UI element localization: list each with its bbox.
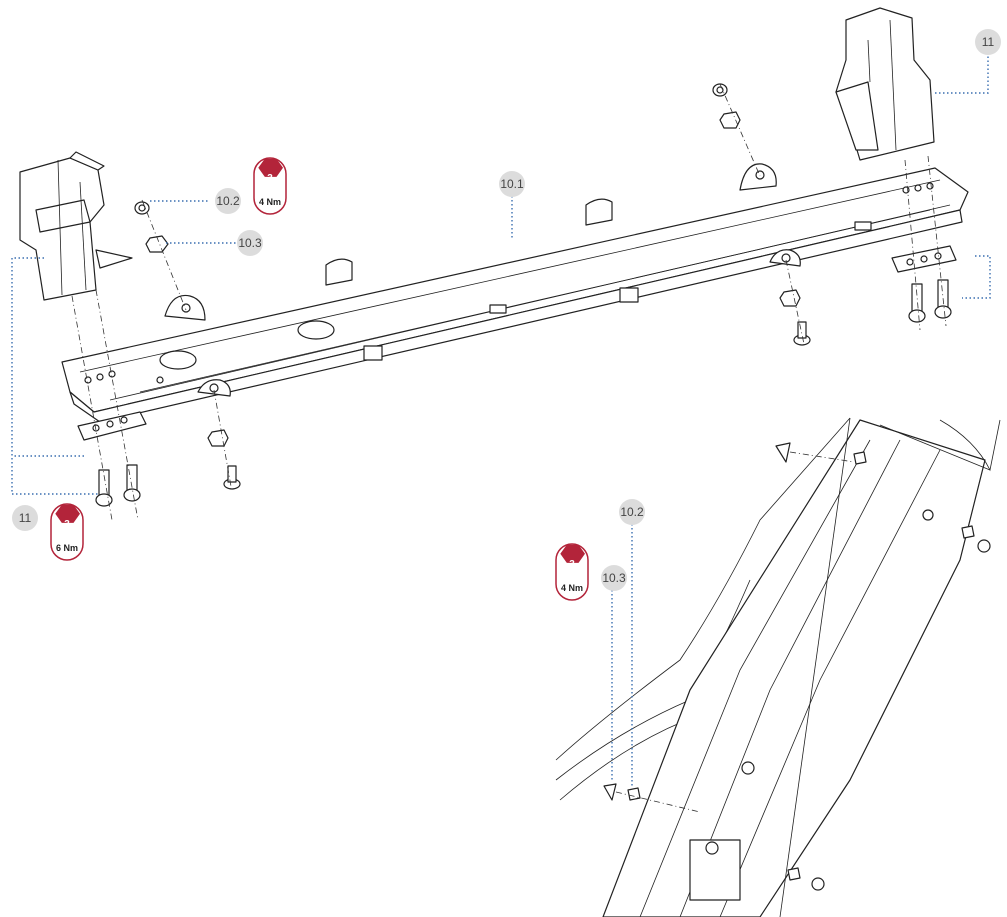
callout-11-left: 11 — [12, 505, 38, 531]
callout-11-top-right: 11 — [975, 29, 1001, 55]
callout-10-3-bottom-label: 10.3 — [602, 571, 626, 585]
axis-lines — [71, 83, 947, 521]
callout-11-left-label: 11 — [19, 511, 32, 525]
torque-wrench-icon — [55, 504, 80, 523]
callout-10-3-top: 10.3 — [237, 230, 263, 256]
leader-lines — [11, 56, 991, 788]
callout-10-2-bottom-label: 10.2 — [620, 505, 644, 519]
torque-step-top: 3 — [267, 173, 273, 184]
callout-10-2-top: 10.2 — [215, 188, 241, 214]
callout-11-top-right-label: 11 — [982, 35, 995, 49]
left-mount-bracket — [19, 151, 133, 301]
callout-10-3-top-label: 10.3 — [238, 236, 262, 250]
callout-10-1-label: 10.1 — [500, 177, 524, 191]
right-mount-bracket — [835, 7, 935, 161]
callout-10-1: 10.1 — [499, 171, 525, 197]
torque-value-top: 4 Nm — [259, 197, 281, 207]
detail-view-installed — [555, 417, 1001, 917]
right-clamp-plate — [891, 245, 957, 273]
torque-badge-left: 3 6 Nm — [50, 503, 84, 561]
callout-10-3-bottom: 10.3 — [601, 565, 627, 591]
torque-badge-bottom: 3 4 Nm — [555, 543, 589, 601]
torque-badge-top: 3 4 Nm — [253, 157, 287, 215]
torque-wrench-icon — [560, 544, 585, 563]
torque-wrench-icon — [258, 158, 283, 177]
callout-10-2-bottom: 10.2 — [619, 499, 645, 525]
crossbar-part — [61, 163, 969, 423]
callout-10-2-top-label: 10.2 — [216, 194, 240, 208]
torque-step-bottom: 3 — [569, 559, 575, 570]
torque-step-left: 3 — [64, 519, 70, 530]
left-clamp-plate — [77, 411, 147, 441]
torque-value-bottom: 4 Nm — [561, 583, 583, 593]
torque-value-left: 6 Nm — [56, 543, 78, 553]
